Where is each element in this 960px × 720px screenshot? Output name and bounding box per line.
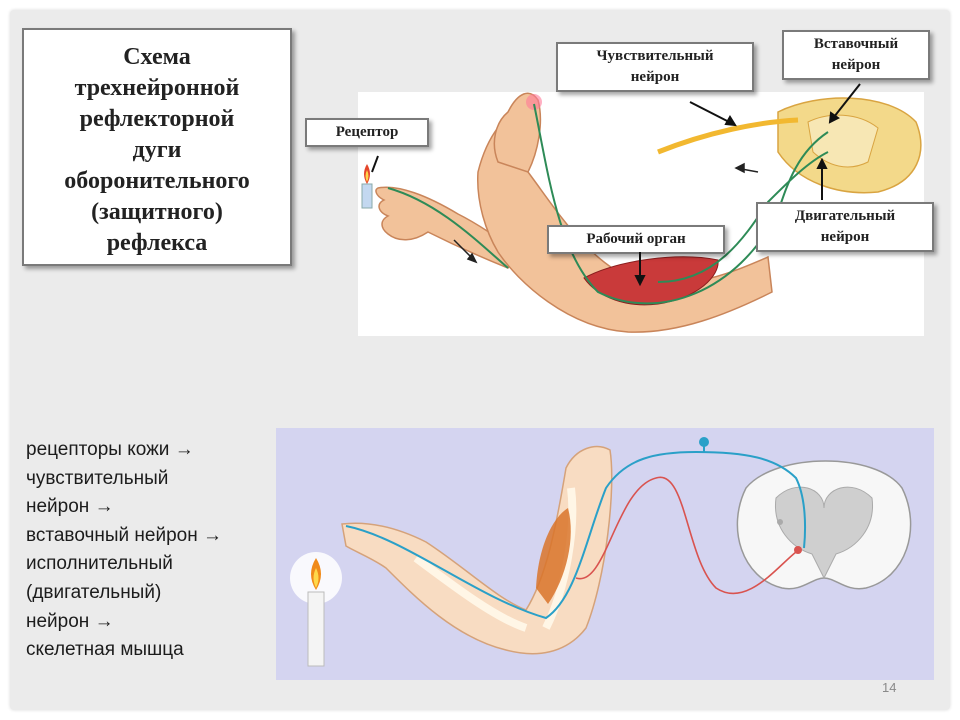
step-line: вставочный нейрон →	[26, 522, 276, 551]
spinal-cord-lower	[737, 461, 910, 589]
page-number: 14	[882, 680, 896, 695]
reflex-arc-diagram-lower	[276, 428, 934, 680]
candle-icon	[290, 552, 342, 666]
step-line: исполнительный	[26, 550, 276, 579]
step-line: (двигательный)	[26, 579, 276, 608]
pathway-steps: рецепторы кожи → чувствительный нейрон →…	[26, 436, 276, 665]
step-line: скелетная мышца	[26, 636, 276, 665]
step-line: нейрон →	[26, 493, 276, 522]
step-line: рецепторы кожи →	[26, 436, 276, 465]
step-line: чувствительный	[26, 465, 276, 494]
step-line: нейрон →	[26, 608, 276, 637]
